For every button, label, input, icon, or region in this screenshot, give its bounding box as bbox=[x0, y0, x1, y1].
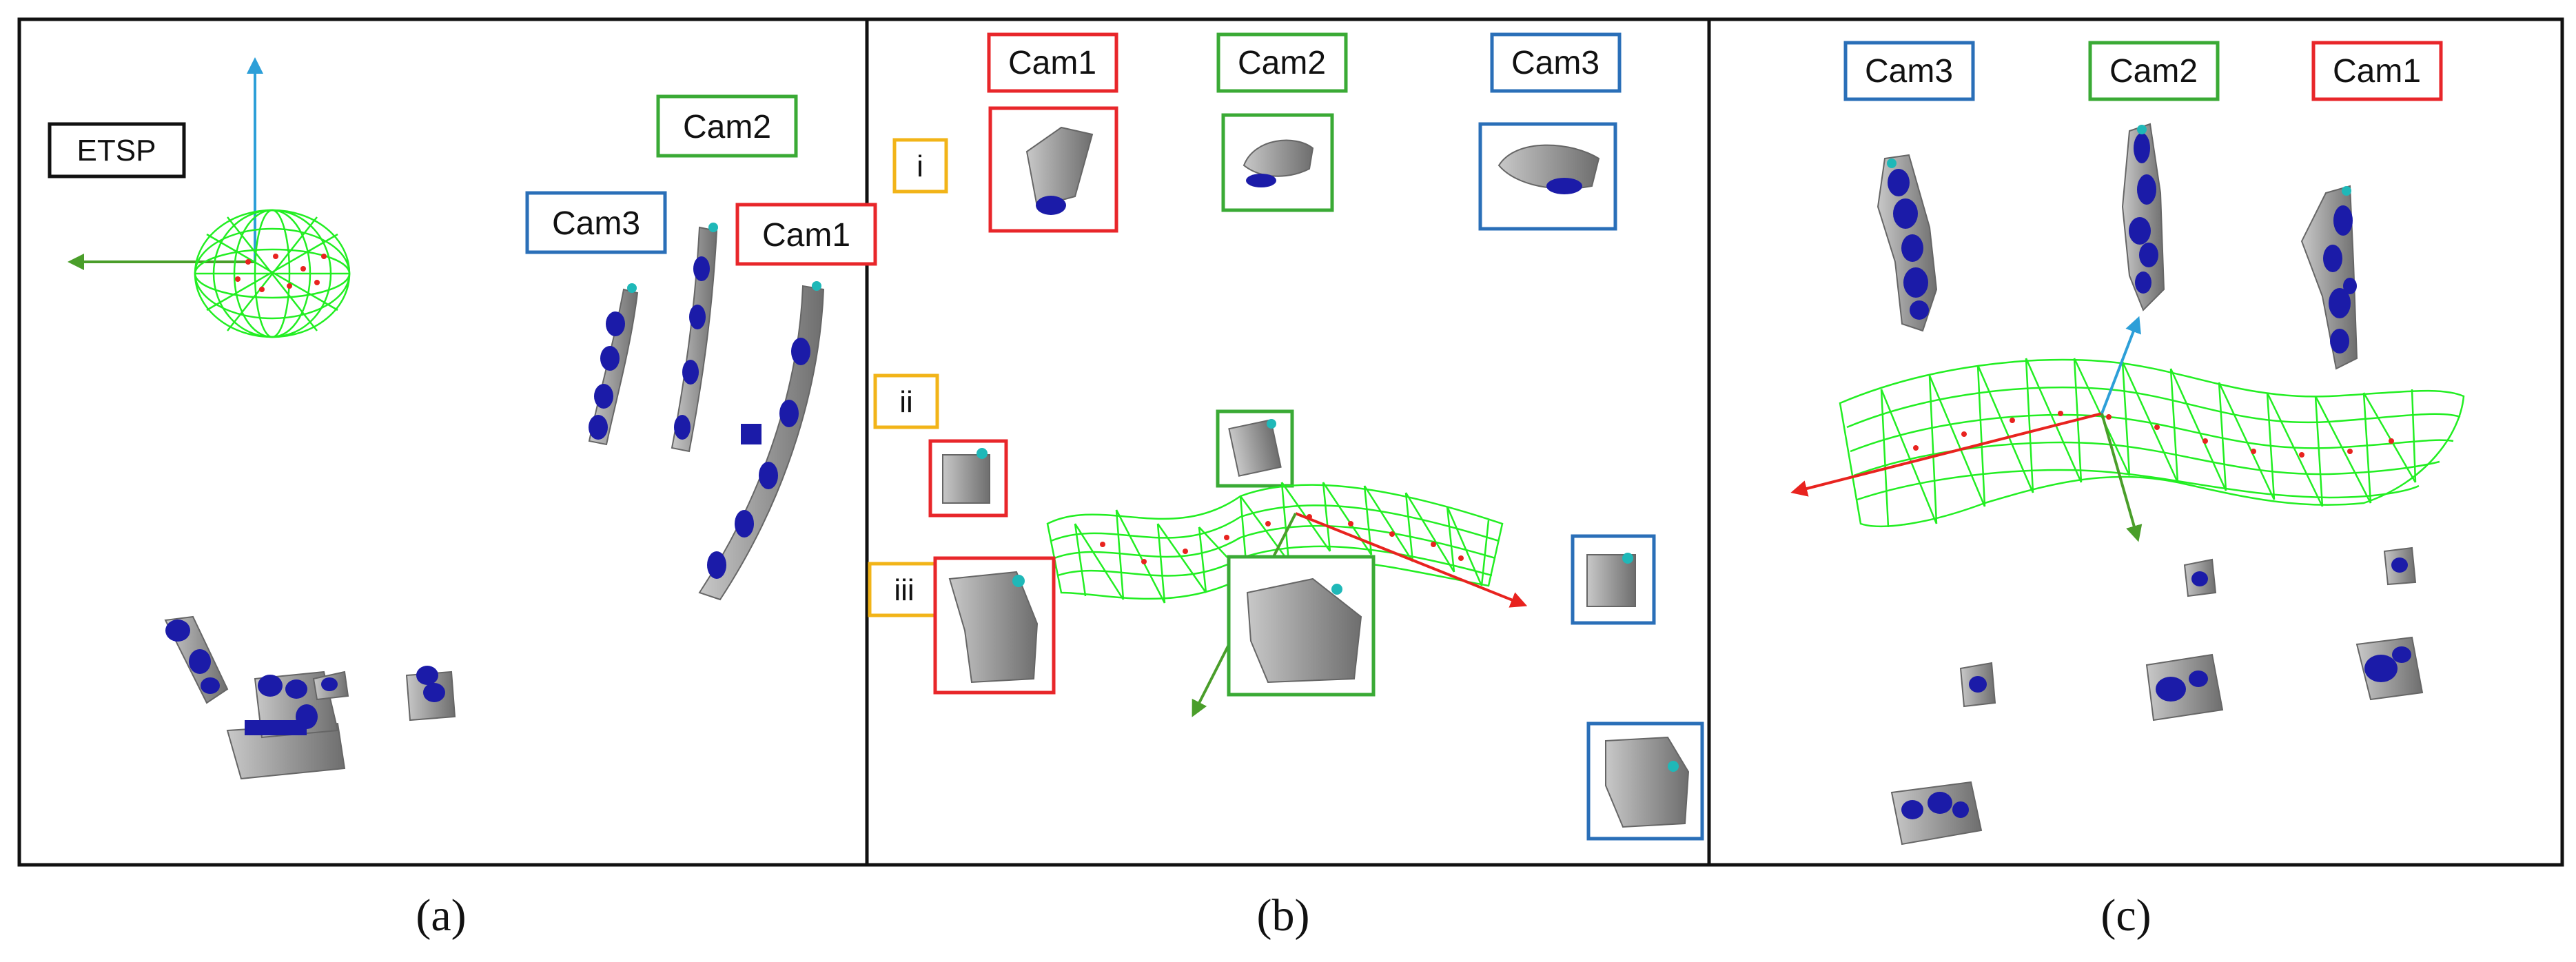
row-ii-box bbox=[873, 373, 939, 429]
caption-b: (b) bbox=[1257, 890, 1310, 941]
cam2-label-c: Cam2 bbox=[2109, 53, 2198, 90]
axis-blue-arrow-c bbox=[2100, 316, 2141, 414]
cam2-label-box-c bbox=[2088, 41, 2220, 101]
etsp-mesh bbox=[194, 209, 351, 338]
panel-b: Cam1 Cam2 Cam3 i ii iii bbox=[868, 32, 1704, 941]
cam1-label-c: Cam1 bbox=[2333, 53, 2421, 90]
cam1-label-a: Cam1 bbox=[762, 217, 850, 254]
etsp-label: ETSP bbox=[77, 134, 156, 167]
cam1-label-box-c bbox=[2311, 41, 2443, 101]
cam3-label-a: Cam3 bbox=[552, 205, 640, 242]
cam2-label-box-a bbox=[656, 94, 798, 158]
caption-a: (a) bbox=[416, 890, 466, 941]
cam2-label-box-b bbox=[1216, 32, 1348, 93]
row-i-box bbox=[892, 138, 948, 194]
cam2-label-b: Cam2 bbox=[1238, 45, 1326, 81]
cam1-label-box-b bbox=[987, 32, 1118, 93]
camera-cluster-a bbox=[164, 615, 456, 780]
row-iii-box bbox=[868, 562, 941, 617]
cam3-label-c: Cam3 bbox=[1865, 53, 1953, 90]
row-iii-label: iii bbox=[894, 573, 914, 607]
cam1-label-b: Cam1 bbox=[1008, 45, 1096, 81]
camera-strips-c bbox=[1877, 123, 2358, 370]
etsp-label-box bbox=[48, 122, 186, 178]
etsp-points bbox=[235, 254, 327, 292]
mesh-b-points bbox=[1100, 514, 1464, 564]
cam3-label-box-a bbox=[525, 191, 667, 254]
mesh-c-points bbox=[1913, 411, 2394, 458]
cam3-label-box-b bbox=[1490, 32, 1622, 93]
camera-views-a bbox=[588, 223, 825, 601]
row-i-label: i bbox=[917, 150, 923, 183]
axis-red-arrow-c bbox=[1790, 412, 2103, 497]
small-views-c bbox=[1890, 546, 2424, 846]
axis-green-arrow-c bbox=[2100, 413, 2143, 542]
cam3-label-box-c bbox=[1843, 41, 1975, 101]
row-ii-label: ii bbox=[899, 385, 913, 419]
cam1-label-box-a bbox=[735, 203, 877, 266]
panel-c: Cam3 Cam2 Cam1 bbox=[1790, 41, 2465, 941]
panel-a: ETSP Cam2 Cam3 Cam1 bbox=[48, 57, 877, 941]
cam2-label-a: Cam2 bbox=[683, 109, 771, 145]
cam3-label-b: Cam3 bbox=[1511, 45, 1599, 81]
mesh-c bbox=[1839, 358, 2465, 528]
axis-red-arrow-b bbox=[1295, 512, 1528, 608]
caption-c: (c) bbox=[2100, 890, 2151, 941]
